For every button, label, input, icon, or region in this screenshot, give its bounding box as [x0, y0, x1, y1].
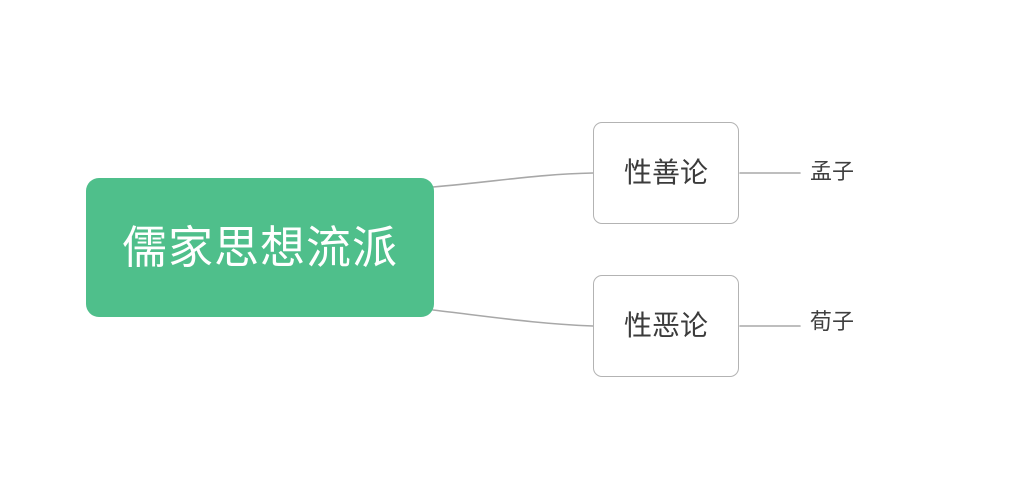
branch-node-1[interactable]: 性善论	[593, 122, 739, 224]
branch-node-1-label: 性善论	[623, 156, 708, 189]
connector-root-to-branch-2	[432, 309, 594, 327]
leaf-node-1-label: 孟子	[810, 160, 855, 185]
leaf-node-2-label: 荀子	[810, 310, 855, 335]
branch-node-2-label: 性恶论	[623, 309, 708, 342]
root-node[interactable]: 儒家思想流派	[86, 178, 434, 317]
leaf-node-2[interactable]: 荀子	[810, 308, 854, 338]
connector-root-to-branch-1	[432, 172, 594, 188]
root-node-label: 儒家思想流派	[121, 221, 398, 274]
leaf-node-1[interactable]: 孟子	[810, 158, 854, 188]
branch-node-2[interactable]: 性恶论	[593, 275, 739, 377]
